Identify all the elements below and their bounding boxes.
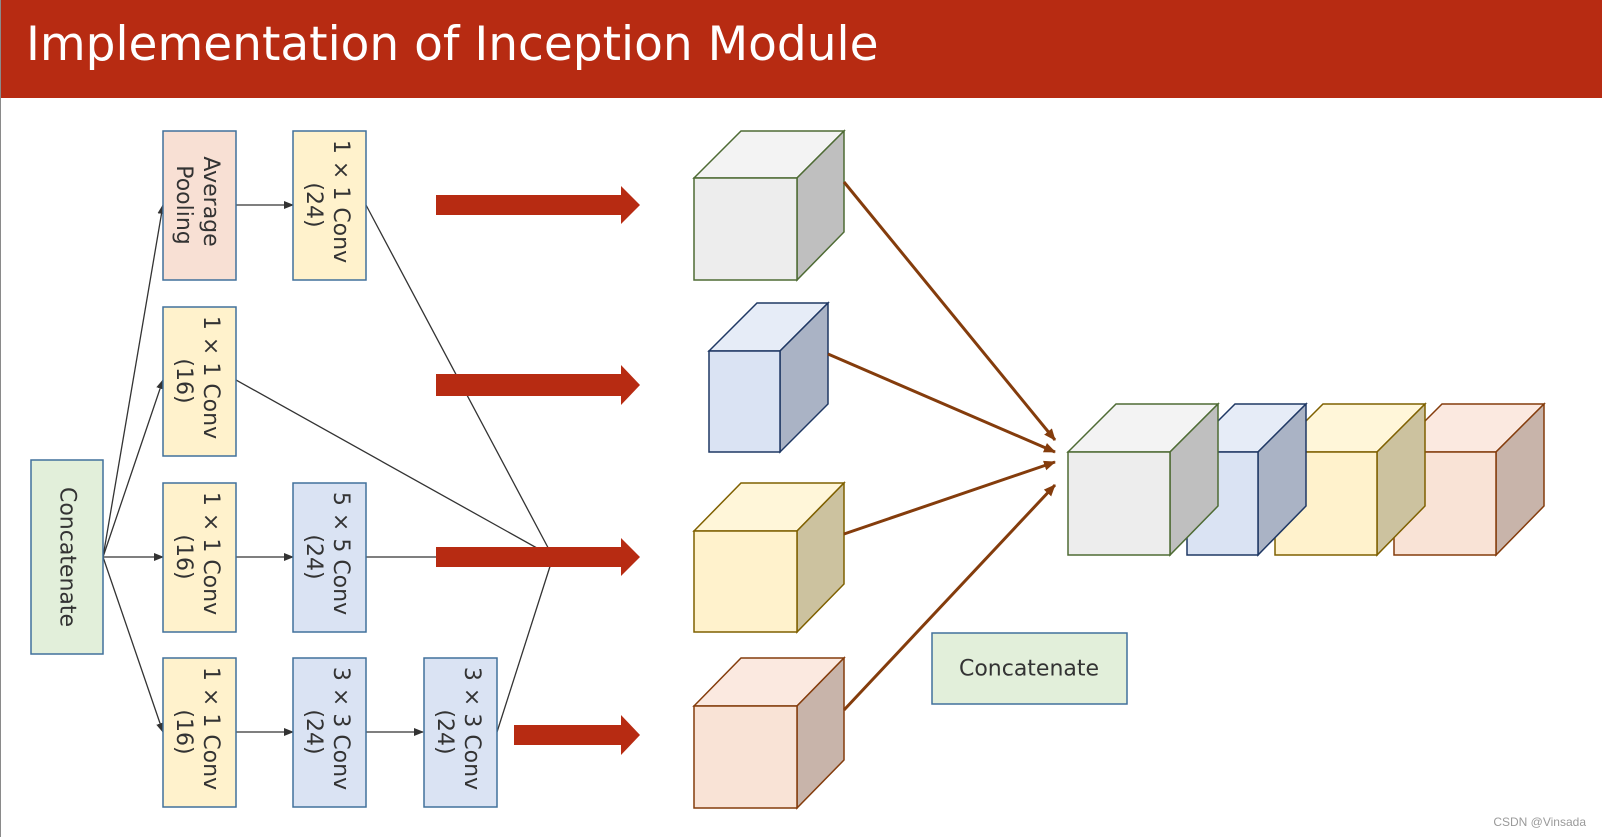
branch-3x3-reduce-label-line1: 1 × 1 Conv: [198, 667, 223, 790]
branch-3x3-conv-b-label-line1: 3 × 3 Conv: [459, 667, 484, 790]
branch-5x5-reduce-box: 1 × 1 Conv (16): [162, 482, 237, 633]
branch-5x5-conv-box: 5 × 5 Conv (24): [292, 482, 367, 633]
title-bar: Implementation of Inception Module: [1, 0, 1602, 98]
left-concatenate-box: Concatenate: [30, 459, 104, 655]
branch-3x3-conv-b-box: 3 × 3 Conv (24): [423, 657, 498, 808]
svg-text:1 × 1 Conv (24): 1 × 1 Conv (24): [301, 140, 353, 270]
concat-cube-yellow: [1273, 402, 1427, 557]
concatenated-output-block: [1066, 402, 1546, 557]
brown-arrow-2: [827, 352, 1056, 454]
branch-3x3-reduce-label-line2: (16): [171, 709, 196, 754]
branch-1x1-label-line2: (16): [171, 358, 196, 403]
brown-arrow-1: [842, 181, 1057, 441]
avgpool-conv-label-line1: 1 × 1 Conv: [328, 140, 353, 263]
left-concatenate-label: Concatenate: [55, 487, 80, 627]
avgpool-box: Average Pooling: [162, 130, 237, 281]
connector-concat-to-avgpool: [102, 204, 166, 558]
cube-3x3-output: [692, 656, 846, 810]
cube-1x1-output: [707, 301, 830, 454]
watermark: CSDN @Vinsada: [1493, 815, 1586, 829]
connector-concat-to-1x1: [102, 379, 164, 558]
avgpool-conv-box: 1 × 1 Conv (24): [292, 130, 367, 281]
brown-arrow-4: [842, 483, 1057, 712]
branch-5x5-conv-label-line1: 5 × 5 Conv: [328, 492, 353, 615]
slide-title: Implementation of Inception Module: [26, 17, 879, 72]
branch-3x3-conv-b-label-line2: (24): [432, 709, 457, 754]
big-red-arrows: [436, 186, 640, 755]
branch-1x1-label-line1: 1 × 1 Conv: [198, 316, 223, 439]
connector-concat-to-3x3-reduce: [102, 556, 164, 733]
connector-lines: [102, 201, 554, 736]
svg-text:1 × 1 Conv (16): 1 × 1 Conv (16): [171, 316, 223, 446]
branch-1x1-conv-box: 1 × 1 Conv (16): [162, 306, 237, 457]
branch-5x5-reduce-label-line1: 1 × 1 Conv: [198, 492, 223, 615]
big-arrow-4: [514, 715, 640, 755]
right-concatenate-box: Concatenate: [931, 632, 1128, 705]
branch-3x3-conv-a-box: 3 × 3 Conv (24): [292, 657, 367, 808]
branch-3x3-conv-a-label-line2: (24): [301, 709, 326, 754]
svg-text:1 × 1 Conv (16): 1 × 1 Conv (16): [171, 492, 223, 622]
big-arrow-2: [436, 365, 640, 405]
concat-cube-gray: [1066, 402, 1220, 557]
svg-text:1 × 1 Conv (16): 1 × 1 Conv (16): [171, 667, 223, 797]
branch-5x5-reduce-label-line2: (16): [171, 534, 196, 579]
cube-avgpool-output: [692, 129, 846, 282]
brown-arrows: [827, 181, 1057, 712]
connector-1x1-to-merge: [235, 379, 554, 558]
branch-3x3-conv-a-label-line1: 3 × 3 Conv: [328, 667, 353, 790]
svg-text:5 × 5 Conv (24): 5 × 5 Conv (24): [301, 492, 353, 622]
svg-text:3 × 3 Conv (24): 3 × 3 Conv (24): [432, 667, 484, 797]
big-arrow-3: [436, 538, 640, 576]
big-arrow-1: [436, 186, 640, 224]
svg-text:Average Pooling: Average Pooling: [171, 156, 223, 253]
branch-3x3-reduce-box: 1 × 1 Conv (16): [162, 657, 237, 808]
right-concatenate-label: Concatenate: [959, 657, 1099, 682]
avgpool-conv-label-line2: (24): [301, 182, 326, 227]
branch-5x5-conv-label-line2: (24): [301, 534, 326, 579]
connector-3x3-to-merge: [496, 556, 554, 733]
brown-arrow-3: [843, 460, 1056, 536]
avgpool-label-line2: Pooling: [171, 165, 196, 245]
avgpool-label-line1: Average: [198, 156, 223, 246]
cube-5x5-output: [692, 481, 846, 634]
svg-text:3 × 3 Conv (24): 3 × 3 Conv (24): [301, 667, 353, 797]
